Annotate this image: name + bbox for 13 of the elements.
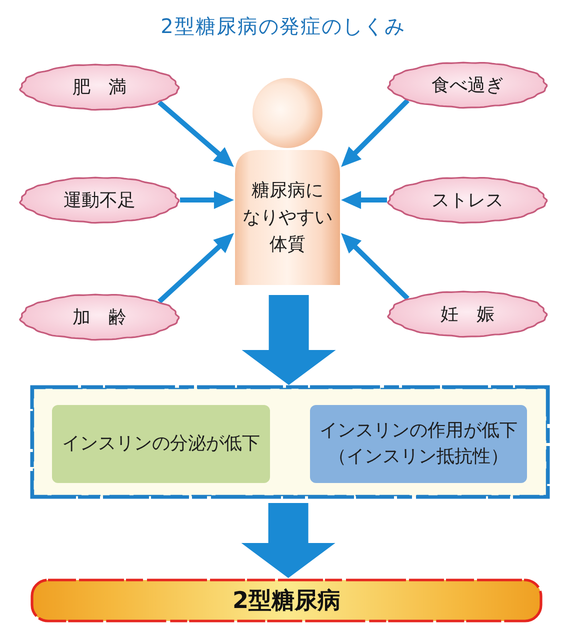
block-arrow — [241, 503, 336, 578]
arrow — [158, 233, 234, 304]
arrow — [341, 191, 387, 209]
rounded-box: インスリンの作用が低下（インスリン抵抗性） — [310, 405, 527, 483]
title: 2型糖尿病の発症のしくみ — [160, 14, 406, 38]
arrow — [341, 233, 410, 300]
rounded-box: インスリンの分泌が低下 — [52, 405, 270, 483]
result-banner: 2型糖尿病 — [30, 578, 543, 623]
arrow — [180, 191, 234, 209]
dashed-frame — [30, 385, 550, 499]
arrow — [158, 100, 234, 167]
block-arrow — [242, 295, 336, 385]
arrow — [341, 98, 410, 168]
